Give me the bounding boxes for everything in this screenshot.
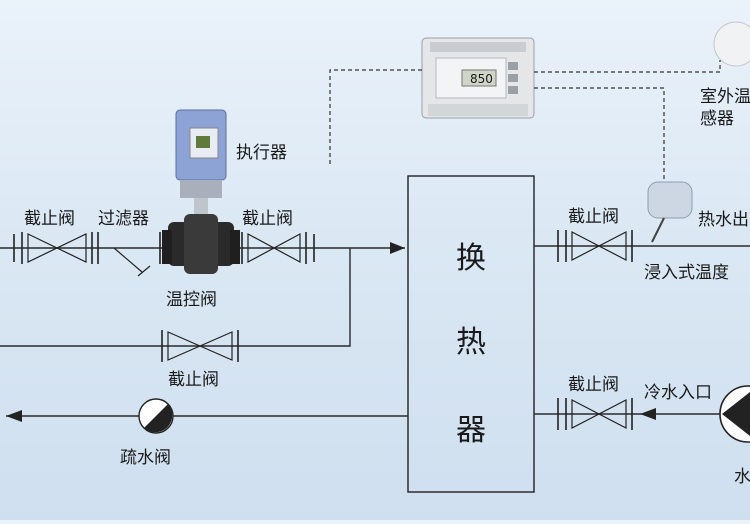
heat-exchanger: [407, 175, 535, 493]
controller-lcd: 850: [470, 72, 493, 86]
hx-char-1: 换: [456, 241, 486, 276]
stop-valve-out-label: 截止阀: [568, 207, 619, 227]
cold-water-in-label: 冷水入口: [644, 383, 712, 403]
hot-water-label: 热水出: [698, 210, 749, 230]
outdoor-sensor-label-2: 感器: [700, 109, 734, 129]
hx-char-2: 热: [456, 325, 486, 360]
stop-valve-bypass: [161, 330, 239, 362]
arrow-cold: [640, 408, 656, 420]
temp-valve-label: 温控阀: [166, 290, 217, 310]
stop-valve-bypass-label: 截止阀: [168, 370, 219, 390]
bypass-pipe: [0, 248, 351, 347]
temp-control-valve: [162, 109, 240, 274]
signal-line-actuator: [329, 69, 422, 164]
arrow-condensate: [6, 410, 22, 422]
drain-valve-label: 疏水阀: [120, 448, 171, 468]
hx-char-3: 器: [456, 413, 486, 448]
filter-label: 过滤器: [98, 209, 149, 229]
actuator-label: 执行器: [236, 143, 287, 163]
immersion-sensor: [647, 181, 693, 243]
pump-label: 水: [734, 467, 750, 487]
signal-line-outdoor: [534, 60, 721, 73]
controller-device: 850: [421, 37, 535, 119]
stop-valve-2-label: 截止阀: [242, 209, 293, 229]
stop-valve-2: [241, 232, 307, 264]
stop-valve-cold-label: 截止阀: [568, 375, 619, 395]
outdoor-sensor: [713, 21, 750, 67]
outdoor-sensor-label-1: 室外温: [700, 87, 750, 107]
filter: [97, 232, 161, 277]
signal-line-immersion: [534, 87, 665, 180]
pump: [719, 385, 750, 443]
stop-valve-1: [21, 232, 93, 264]
immersion-sensor-label: 浸入式温度: [644, 263, 729, 283]
stop-valve-cold: [557, 398, 633, 430]
drain-valve: [138, 398, 174, 434]
arrow-supply: [390, 242, 405, 254]
stop-valve-1-label: 截止阀: [24, 209, 75, 229]
stop-valve-out: [557, 230, 633, 262]
